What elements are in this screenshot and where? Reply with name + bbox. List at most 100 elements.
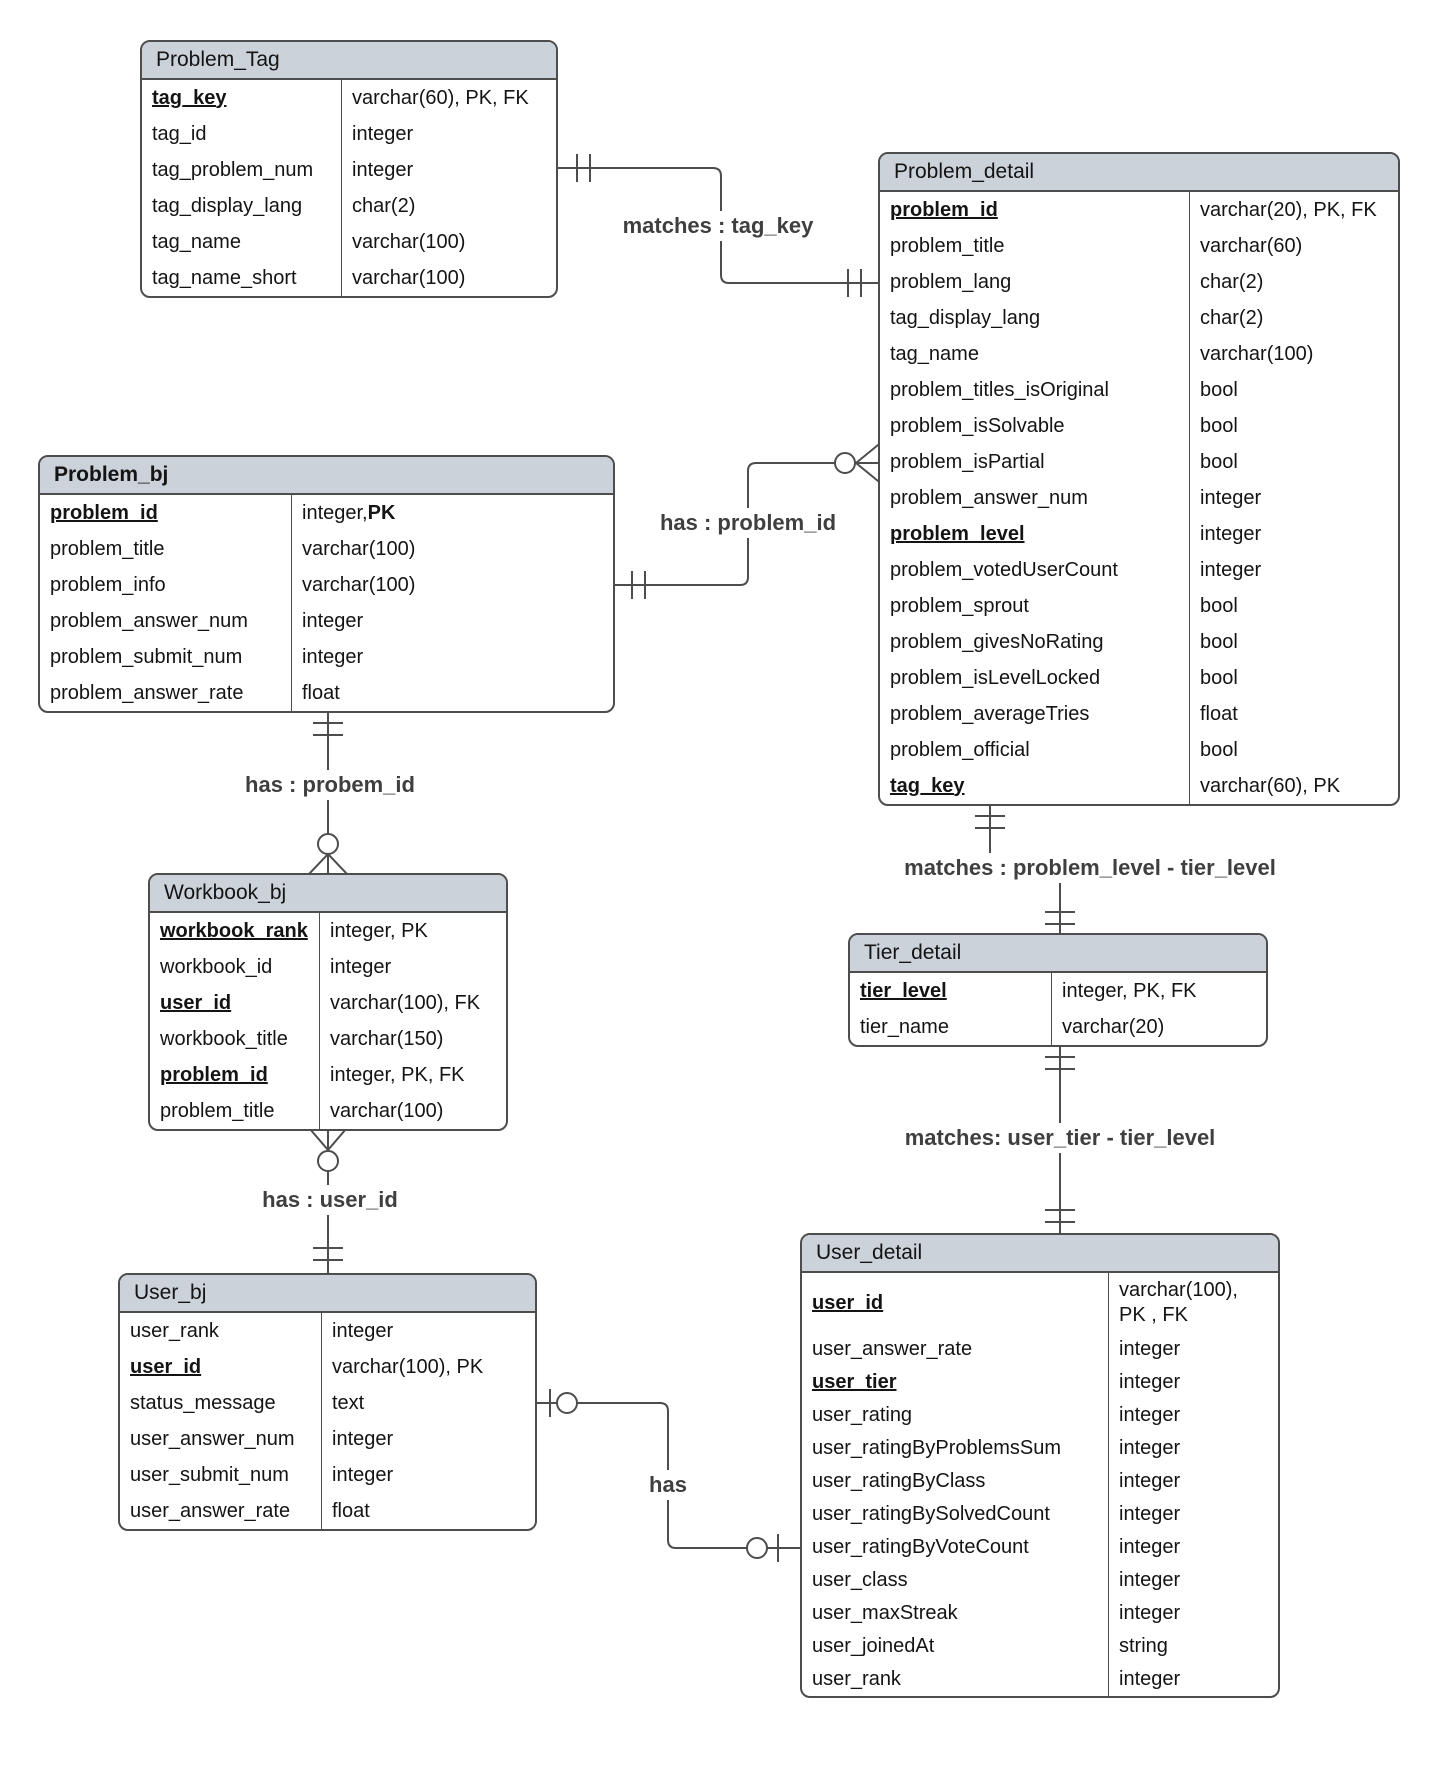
field-type: integer <box>1200 486 1262 509</box>
relationship-label: matches: user_tier - tier_level <box>896 1123 1224 1153</box>
field-name: tag_name_short <box>142 260 342 296</box>
field-name: problem_isPartial <box>880 444 1190 480</box>
field-name: workbook_rank <box>150 913 320 949</box>
field-name: user_id <box>120 1349 322 1385</box>
field-name: user_maxStreak <box>802 1597 1109 1630</box>
field-type: float <box>332 1499 370 1522</box>
entity-title-problem_detail: Problem_detail <box>880 154 1398 192</box>
field-name: user_joinedAt <box>802 1630 1109 1663</box>
relationship-label: has : user_id <box>254 1185 406 1215</box>
field-name: user_ratingByVoteCount <box>802 1531 1109 1564</box>
field-type: integer <box>1119 1536 1181 1558</box>
relationship-label: has : probem_id <box>237 770 423 800</box>
field-type: varchar(100) <box>302 573 416 596</box>
field-type: integer <box>1119 1437 1181 1459</box>
field-name: tag_display_lang <box>142 188 342 224</box>
field-name: tier_name <box>850 1009 1052 1045</box>
entity-title-tier_detail: Tier_detail <box>850 935 1266 973</box>
field-name: user_class <box>802 1564 1109 1597</box>
field-name: problem_lang <box>880 264 1190 300</box>
field-name: problem_official <box>880 732 1190 768</box>
field-type: varchar(20) <box>1062 1015 1165 1038</box>
field-name: problem_answer_num <box>40 603 292 639</box>
field-type: integer <box>330 955 392 978</box>
field-type: integer <box>352 158 414 181</box>
field-type: varchar(100), FK <box>330 991 481 1014</box>
field-row-user_joinedAt: user_joinedAt string <box>802 1630 1278 1663</box>
field-name: problem_title <box>150 1093 320 1129</box>
field-name: status_message <box>120 1385 322 1421</box>
field-name: user_ratingByProblemsSum <box>802 1432 1109 1465</box>
field-type: integer <box>332 1319 394 1342</box>
field-row-problem_isPartial: problem_isPartial bool <box>880 444 1398 480</box>
field-type: integer <box>1119 1668 1181 1690</box>
field-type: integer, PK, FK <box>330 1063 465 1086</box>
field-row-user_class: user_class integer <box>802 1564 1278 1597</box>
field-name: user_rank <box>802 1663 1109 1696</box>
field-type: string <box>1119 1635 1168 1657</box>
field-type: varchar(100) <box>1200 342 1314 365</box>
field-row-problem_title: problem_title varchar(100) <box>40 531 613 567</box>
field-name: problem_title <box>40 531 292 567</box>
field-name: problem_submit_num <box>40 639 292 675</box>
field-type: bool <box>1200 450 1238 473</box>
field-type: integer <box>1119 1602 1181 1624</box>
field-type: float <box>1200 702 1238 725</box>
field-type: varchar(100) <box>352 266 466 289</box>
field-type: integer <box>1119 1404 1181 1426</box>
field-type: char(2) <box>352 194 416 217</box>
field-type: integer <box>1119 1338 1181 1360</box>
field-name: user_submit_num <box>120 1457 322 1493</box>
field-type: text <box>332 1391 365 1414</box>
field-name: problem_id <box>40 495 292 531</box>
field-name: user_id <box>802 1273 1109 1333</box>
field-type: bool <box>1200 630 1238 653</box>
field-name: problem_id <box>150 1057 320 1093</box>
field-type: bool <box>1200 414 1238 437</box>
field-type: integer <box>1119 1569 1181 1591</box>
relationship-label: matches : problem_level - tier_level <box>896 853 1284 883</box>
field-row-user_ratingByProblemsSum: user_ratingByProblemsSum integer <box>802 1432 1278 1465</box>
field-row-user_maxStreak: user_maxStreak integer <box>802 1597 1278 1630</box>
entity-title-problem_tag: Problem_Tag <box>142 42 556 80</box>
field-type: varchar(100) <box>302 537 416 560</box>
field-row-status_message: status_message text <box>120 1385 535 1421</box>
field-type: bool <box>1200 738 1238 761</box>
field-name: problem_givesNoRating <box>880 624 1190 660</box>
field-name: workbook_title <box>150 1021 320 1057</box>
field-name: problem_titles_isOriginal <box>880 372 1190 408</box>
field-type: integer <box>1119 1503 1181 1525</box>
field-type: bool <box>1200 666 1238 689</box>
field-type: integer <box>302 609 364 632</box>
field-type: varchar(100) <box>352 230 466 253</box>
field-name: tag_key <box>880 768 1190 804</box>
field-type: varchar(20), PK, FK <box>1200 198 1377 221</box>
connector-workbook_bj-user_bj <box>308 1127 348 1274</box>
